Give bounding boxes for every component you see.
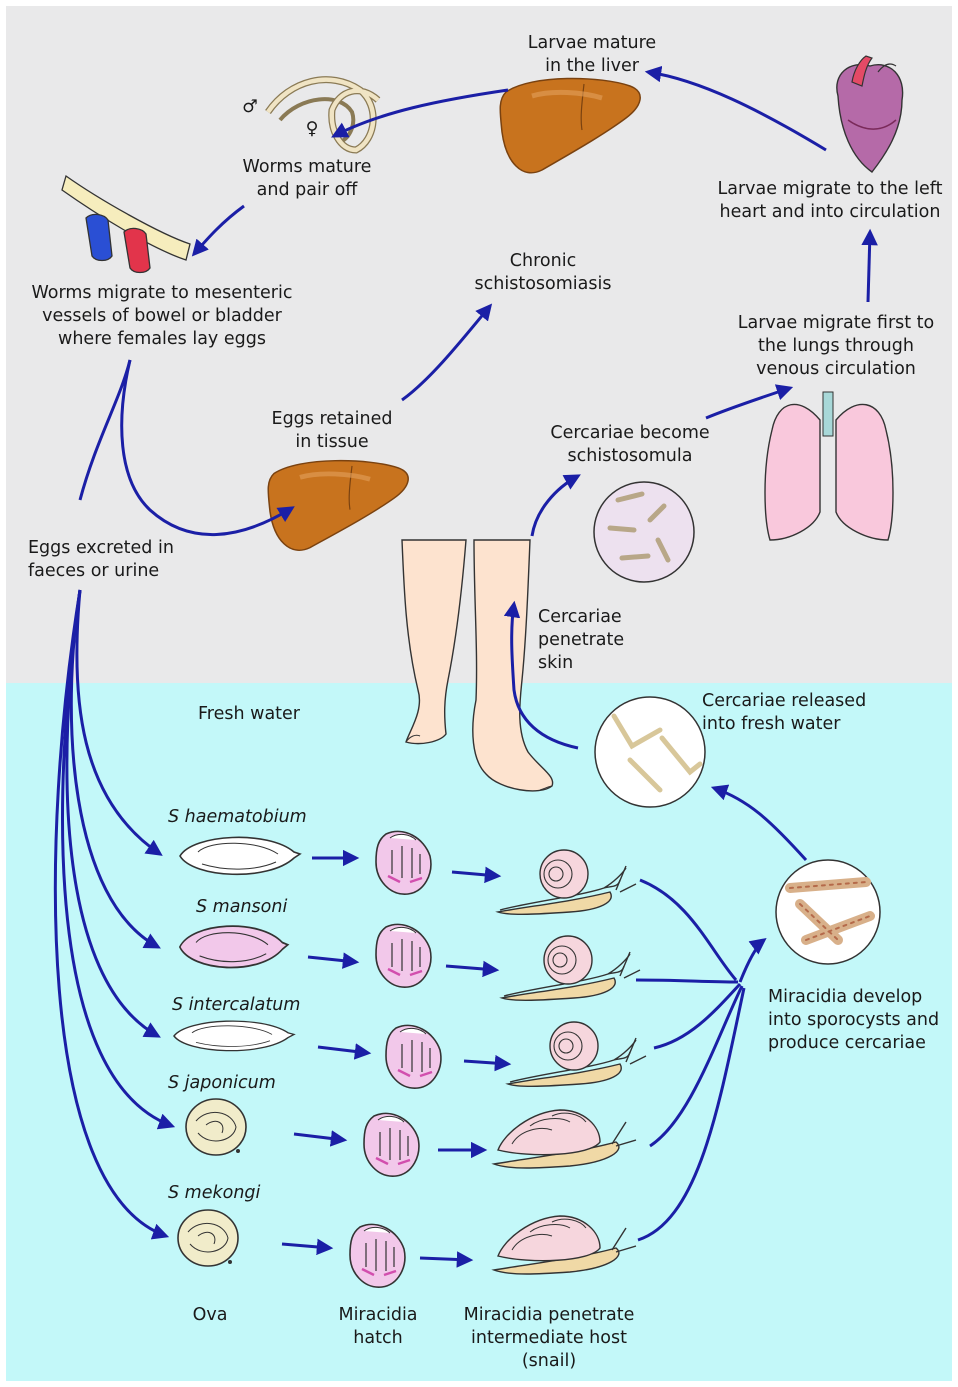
label-fresh-water: Fresh water <box>198 703 328 726</box>
label-ova: Ova <box>170 1304 250 1327</box>
label-cercariae-penetrate: Cercariae penetrate skin <box>538 606 648 675</box>
egg-s-mekongi <box>178 1210 238 1266</box>
label-larvae-migrate-heart: Larvae migrate to the left heart and int… <box>700 178 958 224</box>
label-cercariae-released: Cercariae released into fresh water <box>702 690 902 736</box>
egg-s-japonicum <box>186 1099 246 1155</box>
arrow-lungs-to-heart <box>868 232 870 302</box>
species-label-haematobium: S haematobium <box>168 806 348 829</box>
label-miracidia-hatch: Miracidia hatch <box>322 1304 434 1350</box>
male-symbol: ♂ <box>236 96 264 119</box>
species-label-mekongi: S mekongi <box>168 1182 318 1205</box>
species-label-mansoni: S mansoni <box>196 896 346 919</box>
species-label-japonicum: S japonicum <box>168 1072 318 1095</box>
cercariae-circle <box>595 697 705 807</box>
schistosomula-circle <box>594 482 694 582</box>
species-label-intercalatum: S intercalatum <box>172 994 352 1017</box>
label-miracidia-develop: Miracidia develop into sporocysts and pr… <box>768 986 956 1055</box>
label-chronic-schistosomiasis: Chronic schistosomiasis <box>458 250 628 296</box>
sporocysts-circle <box>776 860 880 964</box>
label-larvae-mature-liver: Larvae mature in the liver <box>502 32 682 78</box>
label-worms-mature: Worms mature and pair off <box>232 156 382 202</box>
label-miracidia-penetrate: Miracidia penetrate intermediate host (s… <box>446 1304 652 1373</box>
label-cercariae-become: Cercariae become schistosomula <box>536 422 724 468</box>
label-eggs-excreted: Eggs excreted in faeces or urine <box>28 537 208 583</box>
label-worms-migrate: Worms migrate to mesenteric vessels of b… <box>18 282 306 351</box>
female-symbol: ♀ <box>298 118 326 141</box>
label-eggs-retained: Eggs retained in tissue <box>256 408 408 454</box>
label-larvae-migrate-lungs: Larvae migrate first to the lungs throug… <box>716 312 956 381</box>
